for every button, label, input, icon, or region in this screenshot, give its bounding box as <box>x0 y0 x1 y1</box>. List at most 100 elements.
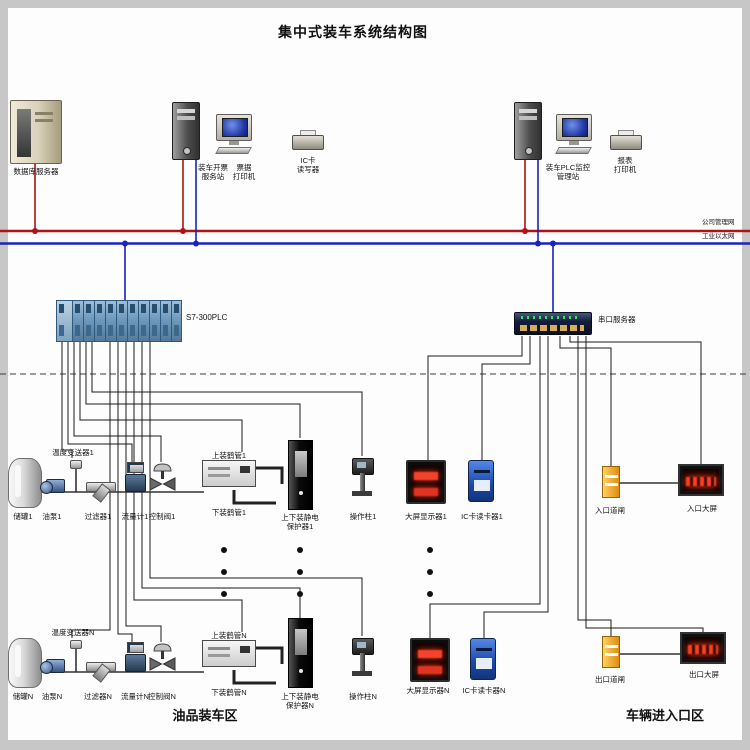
plc-station-label: 装车PLC监控 管理站 <box>545 163 591 181</box>
industrial-bus-label: 工业以太网 <box>702 233 735 240</box>
monitor-body <box>216 114 252 145</box>
loading-arm-nozzles <box>232 466 284 685</box>
plc-label: S7-300PLC <box>186 313 228 322</box>
plc-module <box>127 300 138 342</box>
loading-arm-cabinet-1 <box>202 460 256 487</box>
tank-n-label: 储罐N <box>12 692 34 701</box>
pump-1-label: 油泵1 <box>42 512 62 521</box>
temp-transmitter-n <box>70 640 82 649</box>
reader-1-label: IC卡读卡器1 <box>461 512 503 521</box>
valve-shape <box>149 643 176 671</box>
control-valve-n <box>149 642 176 672</box>
monitor-body <box>556 114 592 145</box>
plc-module <box>138 300 149 342</box>
filter-1 <box>86 477 116 497</box>
flow-meter-1 <box>124 462 146 492</box>
operation-post-1 <box>352 458 374 496</box>
plc-module <box>171 300 182 342</box>
ticket-printer-label: 票据 打印机 <box>232 163 256 181</box>
ticket-station-monitor <box>215 114 256 156</box>
plc-module <box>83 300 94 342</box>
display-1-label: 大屏显示器1 <box>405 512 447 521</box>
exit-gate <box>602 636 620 668</box>
arm-top-n-label: 上装鹤管N <box>211 631 247 640</box>
valve-shape <box>149 463 176 491</box>
keyboard <box>215 147 252 154</box>
arm-bottom-n-label: 下装鹤管N <box>211 688 247 697</box>
tank-1-label: 储罐1 <box>13 512 33 521</box>
storage-tank-n <box>8 638 42 688</box>
flow-meter-n <box>124 642 146 672</box>
reader-n-label: IC卡读卡器N <box>462 686 506 695</box>
entrance-gate <box>602 466 620 498</box>
oil-pump-n <box>40 659 65 674</box>
page-title: 集中式装车系统结构图 <box>278 24 428 40</box>
company-bus-label: 公司管理网 <box>702 219 735 226</box>
plc-station-monitor <box>555 114 596 156</box>
filter-n <box>86 657 116 677</box>
report-printer-label: 报表 打印机 <box>613 156 637 174</box>
company-bus <box>0 160 750 233</box>
control-valve-1 <box>149 462 176 492</box>
process-pipes <box>40 469 680 673</box>
oil-pump-1 <box>40 479 65 494</box>
static-1-label: 上下装静电 保护器1 <box>281 513 319 531</box>
storage-tank-1 <box>8 458 42 508</box>
arm-top-1-label: 上装鹤管1 <box>211 451 247 460</box>
database-server-label: 数据库服务器 <box>13 167 59 176</box>
ticket-printer <box>292 130 324 150</box>
ticket-station-label: 装车开票 服务站 <box>198 163 228 181</box>
entrance-screen <box>678 464 724 496</box>
serial-field-wires <box>427 336 704 638</box>
flow-n-label: 流量计N <box>121 692 149 701</box>
static-protector-n <box>288 618 313 688</box>
plc-module <box>72 300 83 342</box>
industrial-bus <box>0 160 750 312</box>
serial-server-label: 串口服务器 <box>598 315 636 324</box>
database-server <box>10 100 62 164</box>
filter-n-label: 过滤器N <box>84 692 112 701</box>
ticket-station-tower <box>172 102 200 160</box>
report-printer <box>610 130 642 150</box>
static-protector-1 <box>288 440 313 510</box>
temp-n-label: 温度变送器N <box>51 628 95 637</box>
led-display-1 <box>406 460 446 504</box>
display-n-label: 大屏显示器N <box>406 686 450 695</box>
junction-dots <box>32 228 556 247</box>
serial-port-server <box>514 312 592 335</box>
led-display-n <box>410 638 450 682</box>
exit-screen <box>680 632 726 664</box>
plc-module <box>94 300 105 342</box>
post-1-label: 操作柱1 <box>349 512 377 521</box>
static-n-label: 上下装静电 保护器N <box>281 692 319 710</box>
ellipsis-dots <box>221 547 433 597</box>
temp-transmitter-1 <box>70 460 82 469</box>
plc-station-tower <box>514 102 542 160</box>
pump-n-label: 油泵N <box>41 692 63 701</box>
valve-1-label: 控制阀1 <box>148 512 176 521</box>
ic-card-reader-1 <box>468 460 494 502</box>
s7-300-plc-rack <box>56 300 182 342</box>
keyboard <box>555 147 592 154</box>
ic-writer-label: IC卡 读写器 <box>296 156 320 174</box>
post-n-label: 操作柱N <box>349 692 377 701</box>
exit-screen-label: 出口大屏 <box>689 670 719 679</box>
entrance-screen-label: 入口大屏 <box>687 504 717 513</box>
exit-gate-label: 出口道闸 <box>595 675 625 684</box>
zone-loading-label: 油品装车区 <box>172 708 238 723</box>
plc-module <box>105 300 116 342</box>
operation-post-n <box>352 638 374 676</box>
arm-bottom-1-label: 下装鹤管1 <box>211 508 247 517</box>
plc-module <box>160 300 171 342</box>
entrance-gate-label: 入口道闸 <box>595 506 625 515</box>
plc-module <box>149 300 160 342</box>
zone-entrance-label: 车辆进入口区 <box>625 708 704 723</box>
plc-module <box>116 300 127 342</box>
flow-1-label: 流量计1 <box>121 512 149 521</box>
valve-n-label: 控制阀N <box>148 692 176 701</box>
ic-card-reader-n <box>470 638 496 680</box>
plc-module <box>56 300 72 342</box>
